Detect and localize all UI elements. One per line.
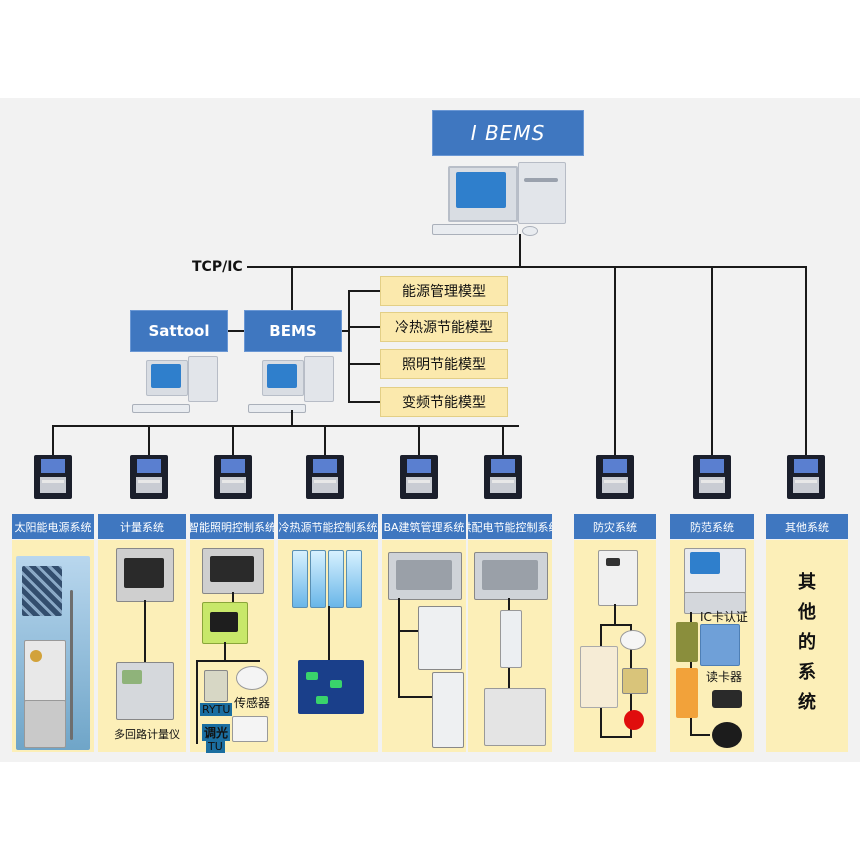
module-tick-2 (348, 326, 380, 328)
drop-security (711, 266, 713, 458)
ibems-title-box: I BEMS (432, 110, 584, 156)
sattool-label: Sattool (148, 322, 210, 340)
drop-disaster (614, 266, 616, 458)
sattool-box: Sattool (130, 310, 228, 352)
tcp-ic-label: TCP/IC (192, 259, 243, 275)
controller-7 (596, 455, 634, 499)
lower-drop-4 (324, 425, 326, 455)
sattool-bems-link (228, 330, 244, 332)
other-system-text: 其 他 的 系 统 (766, 568, 848, 718)
col-head-other: 其他系统 (766, 514, 848, 539)
module-energy-management: 能源管理模型 (380, 276, 508, 306)
ic-card-label: IC卡认证 (700, 610, 748, 624)
smoke-detector-icon (620, 630, 646, 650)
ic-card-image (700, 624, 740, 666)
col-head-disaster: 防灾系统 (574, 514, 656, 539)
power-substation-image (484, 688, 546, 746)
alarm-module-icon (622, 668, 648, 694)
other-char-2: 他 (798, 602, 816, 623)
power-cabinet-image (500, 610, 522, 668)
disaster-link-5 (600, 736, 632, 738)
col-head-lighting: 智能照明控制系统 (190, 514, 274, 539)
multi-meter-label: 多回路计量仪 (114, 728, 180, 741)
dimmer-label: 调光 (202, 724, 231, 741)
bems-label: BEMS (269, 322, 317, 340)
ba-module-1 (418, 606, 462, 670)
module-tick-3 (348, 363, 380, 365)
rytu-label: RYTU (200, 703, 233, 716)
lower-bus-line (52, 425, 519, 427)
module-vfd-saving: 变频节能模型 (380, 387, 508, 417)
other-char-4: 系 (798, 662, 816, 683)
camera-icon (712, 690, 742, 708)
module-tick-1 (348, 290, 380, 292)
dimmer-panel-image (232, 716, 268, 742)
sensor-label: 传感器 (234, 696, 271, 710)
col-head-security: 防范系统 (670, 514, 754, 539)
module-lighting-saving: 照明节能模型 (380, 349, 508, 379)
metering-link (144, 600, 146, 662)
controller-2 (130, 455, 168, 499)
module-tick-4 (348, 401, 380, 403)
drop-other (805, 266, 807, 458)
controller-1 (34, 455, 72, 499)
other-char-1: 其 (798, 572, 816, 593)
security-link-2 (690, 734, 710, 736)
ba-link-1 (398, 598, 400, 698)
controller-9 (787, 455, 825, 499)
bems-box: BEMS (244, 310, 342, 352)
ba-module-2 (432, 672, 464, 748)
module-hvac-saving: 冷热源节能模型 (380, 312, 508, 342)
ibems-drop-line (519, 234, 521, 268)
other-char-5: 统 (798, 692, 816, 713)
bems-drop-line (291, 410, 293, 426)
controller-4 (306, 455, 344, 499)
hvac-link (328, 606, 330, 660)
controller-6 (484, 455, 522, 499)
drop-bems (291, 266, 293, 310)
lighting-link-2 (224, 642, 226, 662)
controller-3 (214, 455, 252, 499)
controller-8 (693, 455, 731, 499)
col-body-other (766, 540, 848, 752)
disaster-link-1 (614, 604, 616, 624)
card-reader-orange (676, 668, 698, 718)
controller-5 (400, 455, 438, 499)
dome-camera-icon (712, 722, 742, 748)
ba-link-3 (398, 696, 432, 698)
disaster-box-image (580, 646, 618, 708)
lower-drop-2 (148, 425, 150, 455)
disaster-link-2 (600, 624, 632, 626)
module-bracket-stem (342, 330, 350, 332)
alarm-button-icon (624, 710, 644, 730)
lower-drop-6 (502, 425, 504, 455)
rytu-image (204, 670, 228, 702)
col-head-hvac: 冷热源节能控制系统 (278, 514, 378, 539)
tcp-bus-line (247, 266, 807, 268)
ba-link-2 (398, 630, 418, 632)
tu-label: TU (206, 740, 225, 753)
col-head-ba: BA建筑管理系统 (382, 514, 466, 539)
col-head-solar: 太阳能电源系统 (12, 514, 94, 539)
sensor-image (236, 666, 268, 690)
lighting-link-1 (232, 592, 234, 602)
lower-drop-1 (52, 425, 54, 455)
lower-drop-5 (418, 425, 420, 455)
module-bracket-vertical (348, 290, 350, 403)
col-head-metering: 计量系统 (98, 514, 186, 539)
lighting-link-3 (196, 660, 260, 662)
lighting-link-4 (196, 660, 198, 744)
lower-drop-3 (232, 425, 234, 455)
col-head-power: 供配电节能控制系统 (468, 514, 552, 539)
other-char-3: 的 (798, 632, 816, 653)
ibems-title: I BEMS (470, 121, 546, 145)
card-reader-label: 读卡器 (706, 670, 743, 684)
card-reader-green (676, 622, 698, 662)
